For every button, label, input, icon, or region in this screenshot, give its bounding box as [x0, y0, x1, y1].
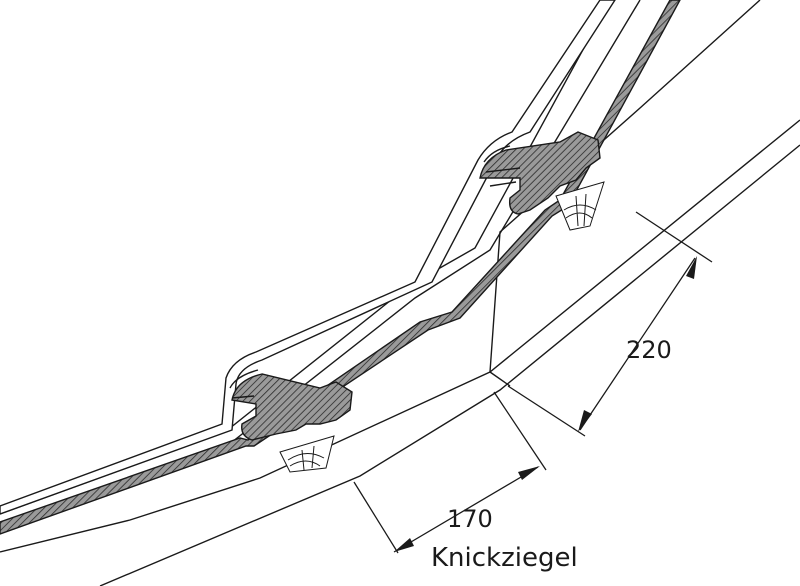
batten-lower: [279, 435, 335, 473]
dimension-170-arrow-right: [518, 466, 540, 480]
dimension-220: [507, 211, 713, 437]
dimension-170-label: 170: [447, 505, 493, 533]
dimension-170: [353, 391, 547, 554]
bent-tile-body: [0, 0, 681, 535]
batten-upper: [555, 181, 605, 231]
drawing-caption: Knickziegel: [431, 543, 578, 573]
lower-interlock-profile: [229, 369, 353, 441]
upper-interlock-profile: [479, 131, 601, 215]
dimension-220-arrow-bottom: [578, 410, 592, 432]
dimension-220-arrow-top: [686, 256, 697, 279]
dimension-220-label: 220: [626, 336, 672, 364]
dimension-170-arrow-left: [394, 538, 414, 552]
